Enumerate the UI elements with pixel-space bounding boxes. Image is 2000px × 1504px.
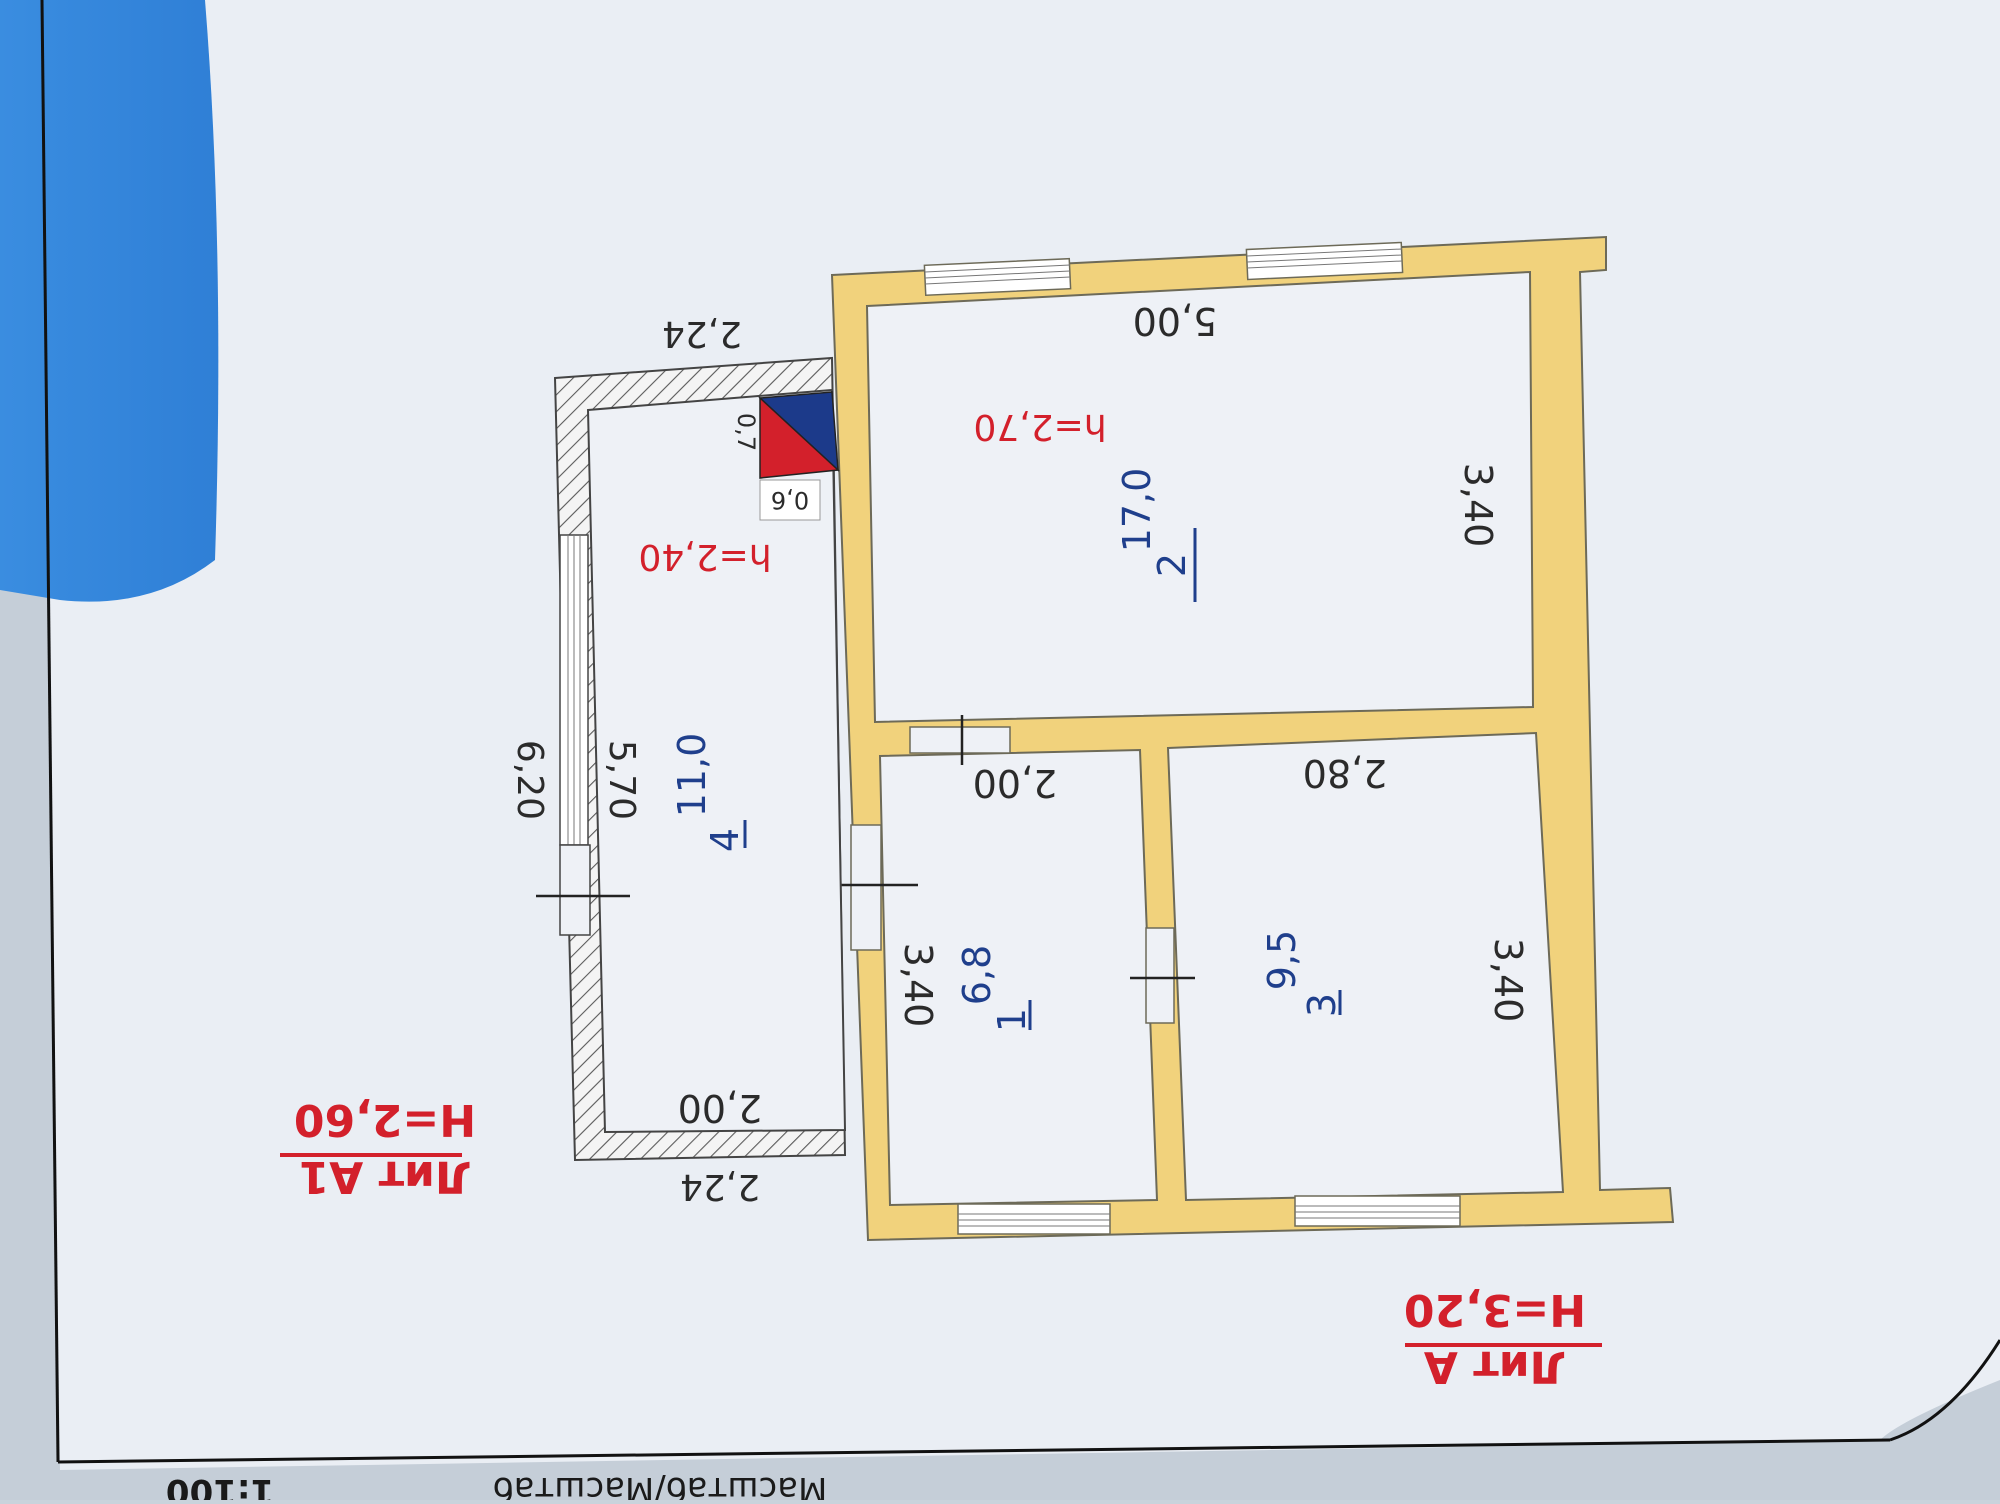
frame-left-line [40,0,60,1463]
door-room1-room4 [815,824,918,951]
door-room1-room2 [909,715,1011,765]
frame-bottom-line [57,1438,1891,1464]
lit-a-height: H=3,20 [1404,1284,1586,1335]
room-2-floor [865,270,1535,724]
dim-room1-width: 2,00 [973,761,1058,805]
stair-triangle-red [759,396,840,479]
window-bottom-left [957,1203,1111,1235]
frame-curve [1889,1339,2000,1442]
labels: 2 17,0 1 6,8 3 9,5 4 11,0 h=2,70 h=2,40 … [166,299,1602,1504]
room-2-number: 2 [1150,553,1194,577]
dim-stair-width: 0,7 [732,413,760,451]
blue-object-blob [0,0,219,602]
door-room1-room3 [1130,927,1195,1024]
dim-stair-height: 0,6 [771,486,809,514]
window-top-right [1245,241,1404,281]
lit-a1-title: Лит А1 [299,1151,472,1202]
room-3-floor [1166,731,1565,1202]
room-4-area: 11,0 [670,733,714,818]
stair-dim-box [759,479,821,521]
room-3-number: 3 [1300,993,1344,1017]
room-3-area: 9,5 [1260,930,1304,990]
lit-a1-height: H=2,60 [294,1094,476,1145]
dim-room4-outer-length: 6,20 [509,740,550,820]
dim-annex-width-top: 2,24 [662,313,742,354]
room-1-floor [878,748,1159,1207]
dim-room4-width-bottom: 2,00 [678,1086,763,1130]
dim-room3-depth: 3,40 [1486,938,1530,1023]
dim-room2-width: 5,00 [1133,299,1218,343]
lit-a-title: Лит А [1424,1341,1566,1392]
lit-a-building [815,235,1675,1242]
room-1-area: 6,8 [955,945,999,1005]
room-2-height: h=2,70 [973,406,1106,447]
dim-room1-depth: 3,40 [896,943,940,1028]
door-annex-entrance [536,844,630,936]
scale-value: 1:100 [166,1471,274,1500]
dim-room2-depth: 3,40 [1456,463,1500,548]
lit-a1-annex [536,356,847,1162]
window-top-left [923,257,1072,297]
dim-room4-inner-length: 5,70 [601,740,642,820]
room-2-area: 17,0 [1115,468,1159,553]
scale-caption: Масштаб/Масштаб [493,1469,828,1500]
room-1-number: 1 [990,1008,1034,1032]
window-bottom-right [1294,1195,1461,1227]
dim-annex-width-bottom: 2,24 [680,1166,760,1207]
room-4-number: 4 [703,828,747,852]
room-4-height: h=2,40 [638,536,771,577]
dim-room3-width: 2,80 [1303,751,1388,795]
window-annex-left [559,534,589,846]
room-4-floor [586,388,847,1134]
